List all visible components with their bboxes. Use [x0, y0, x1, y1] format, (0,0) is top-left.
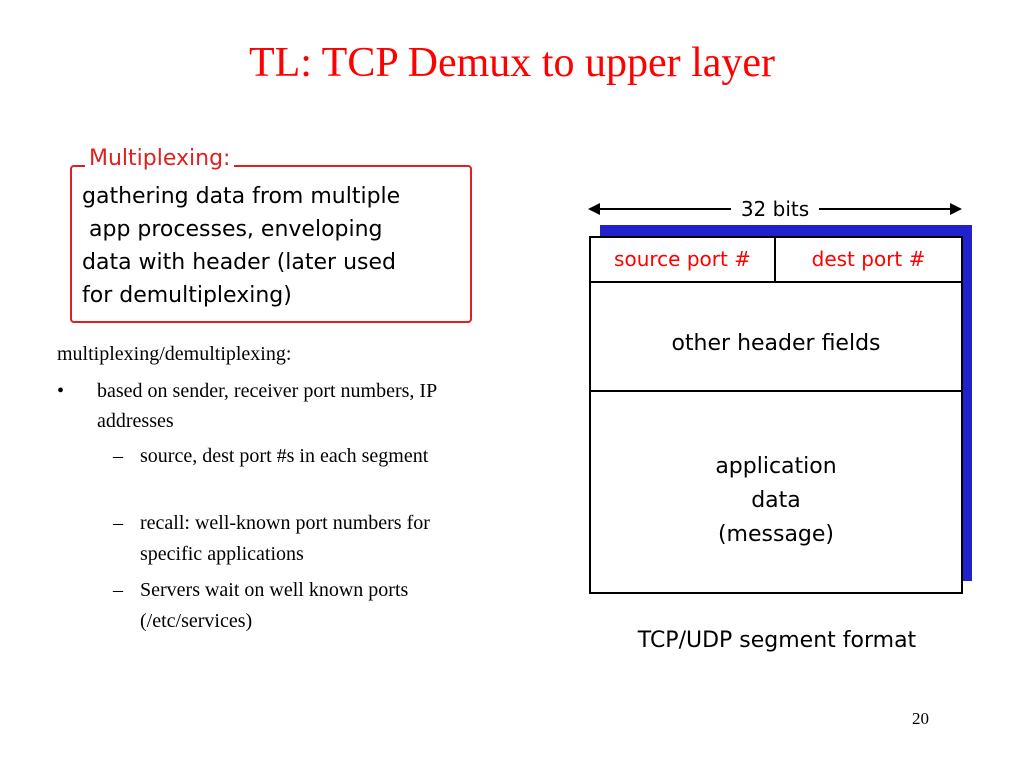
source-port-field: source port #	[591, 238, 776, 281]
other-header-label: other header fields	[671, 331, 881, 356]
sub-item: – source, dest port #s in each segment	[113, 441, 493, 472]
bullet-mark: •	[57, 380, 65, 402]
sub-item-text: source, dest port #s in each segment	[140, 445, 429, 467]
multiplexing-legend: Multiplexing:	[85, 146, 235, 173]
application-data-line: application	[715, 454, 837, 479]
dest-port-field: dest port #	[811, 247, 926, 271]
multiplexing-line: app processes, enveloping	[82, 217, 383, 242]
arrow-left-icon	[588, 203, 600, 215]
multiplexing-box	[70, 165, 472, 323]
other-header-fields: other header fields	[591, 283, 961, 392]
ports-row: source port # dest port #	[591, 238, 961, 283]
application-data-line: (message)	[717, 522, 835, 547]
slide-title: TL: TCP Demux to upper layer	[248, 40, 776, 86]
multiplexing-line: data with header (later used	[82, 250, 396, 275]
application-data-line: data	[751, 488, 801, 513]
sub-item: – recall: well-known port numbers for sp…	[113, 508, 493, 570]
multiplexing-line: for demultiplexing)	[82, 283, 292, 308]
multiplexing-line: gathering data from multiple	[82, 184, 401, 209]
application-data-field: application data (message)	[591, 392, 961, 592]
bullet-text: based on sender, receiver port numbers, …	[97, 380, 437, 432]
bit-width-indicator: 32 bits	[588, 195, 962, 223]
sub-item-text: recall: well-known port numbers for spec…	[140, 512, 430, 565]
diagram-caption: TCP/UDP segment format	[637, 628, 917, 653]
sub-item: – Servers wait on well known ports (/etc…	[113, 575, 493, 637]
segment-format-diagram: source port # dest port # other header f…	[589, 236, 963, 594]
sub-item-mark: –	[113, 512, 123, 534]
notes-heading: multiplexing/demultiplexing:	[57, 343, 292, 365]
arrow-right-icon	[950, 203, 962, 215]
sub-item-text: Servers wait on well known ports (/etc/s…	[140, 579, 409, 632]
bullet-item: • based on sender, receiver port numbers…	[57, 376, 487, 436]
bit-width-label-wrap: 32 bits	[588, 195, 962, 223]
bit-width-label: 32 bits	[730, 197, 820, 221]
sub-item-mark: –	[113, 445, 123, 467]
multiplexing-definition: gathering data from multiple app process…	[82, 180, 472, 312]
sub-item-mark: –	[113, 579, 123, 601]
page-number: 20	[912, 709, 929, 728]
